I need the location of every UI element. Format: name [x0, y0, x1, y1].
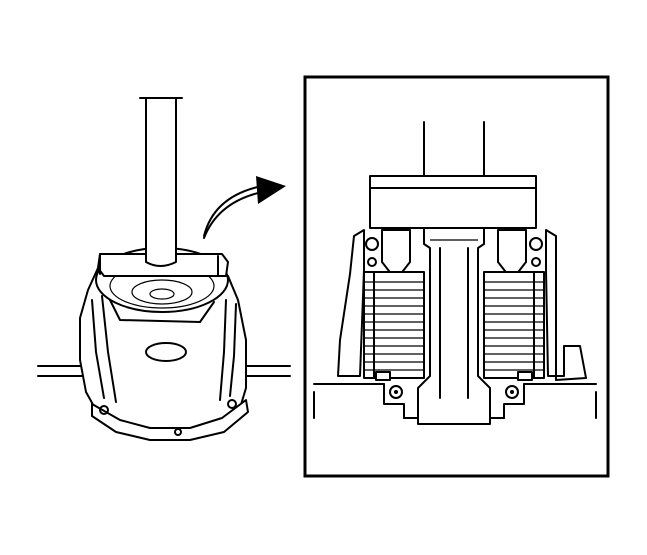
press-ram: [145, 98, 177, 267]
section-housing-right: [545, 229, 587, 381]
bearing-left-center: [394, 390, 398, 394]
bearing-right-center: [510, 390, 514, 394]
housing-flange: [91, 399, 249, 441]
section-housing-left: [337, 229, 365, 377]
clutch-hub: [131, 279, 193, 305]
cross-section-detail-panel: [303, 75, 610, 478]
flange-hole-front: [174, 428, 182, 436]
housing-ribs: [91, 295, 237, 403]
housing-overview-panel: [37, 97, 291, 441]
section-press-plate: [369, 175, 537, 229]
flange-hole-right: [227, 399, 237, 409]
clutch-pack-left: [363, 271, 425, 379]
housing-window: [145, 342, 187, 362]
section-base: [313, 383, 597, 419]
snap-ring-right: [517, 371, 533, 381]
flange-hole-left: [99, 405, 109, 415]
section-center-hub: [417, 227, 491, 425]
seal-ring-left: [365, 237, 379, 251]
hub-center: [149, 288, 175, 300]
retainer-right: [531, 257, 541, 267]
retainer-left: [367, 257, 377, 267]
seal-ring-right: [529, 237, 543, 251]
callout-arrow: [203, 176, 286, 239]
snap-ring-left: [375, 371, 391, 381]
arrow-head-icon: [256, 176, 286, 204]
clutch-pack-right: [483, 271, 545, 379]
